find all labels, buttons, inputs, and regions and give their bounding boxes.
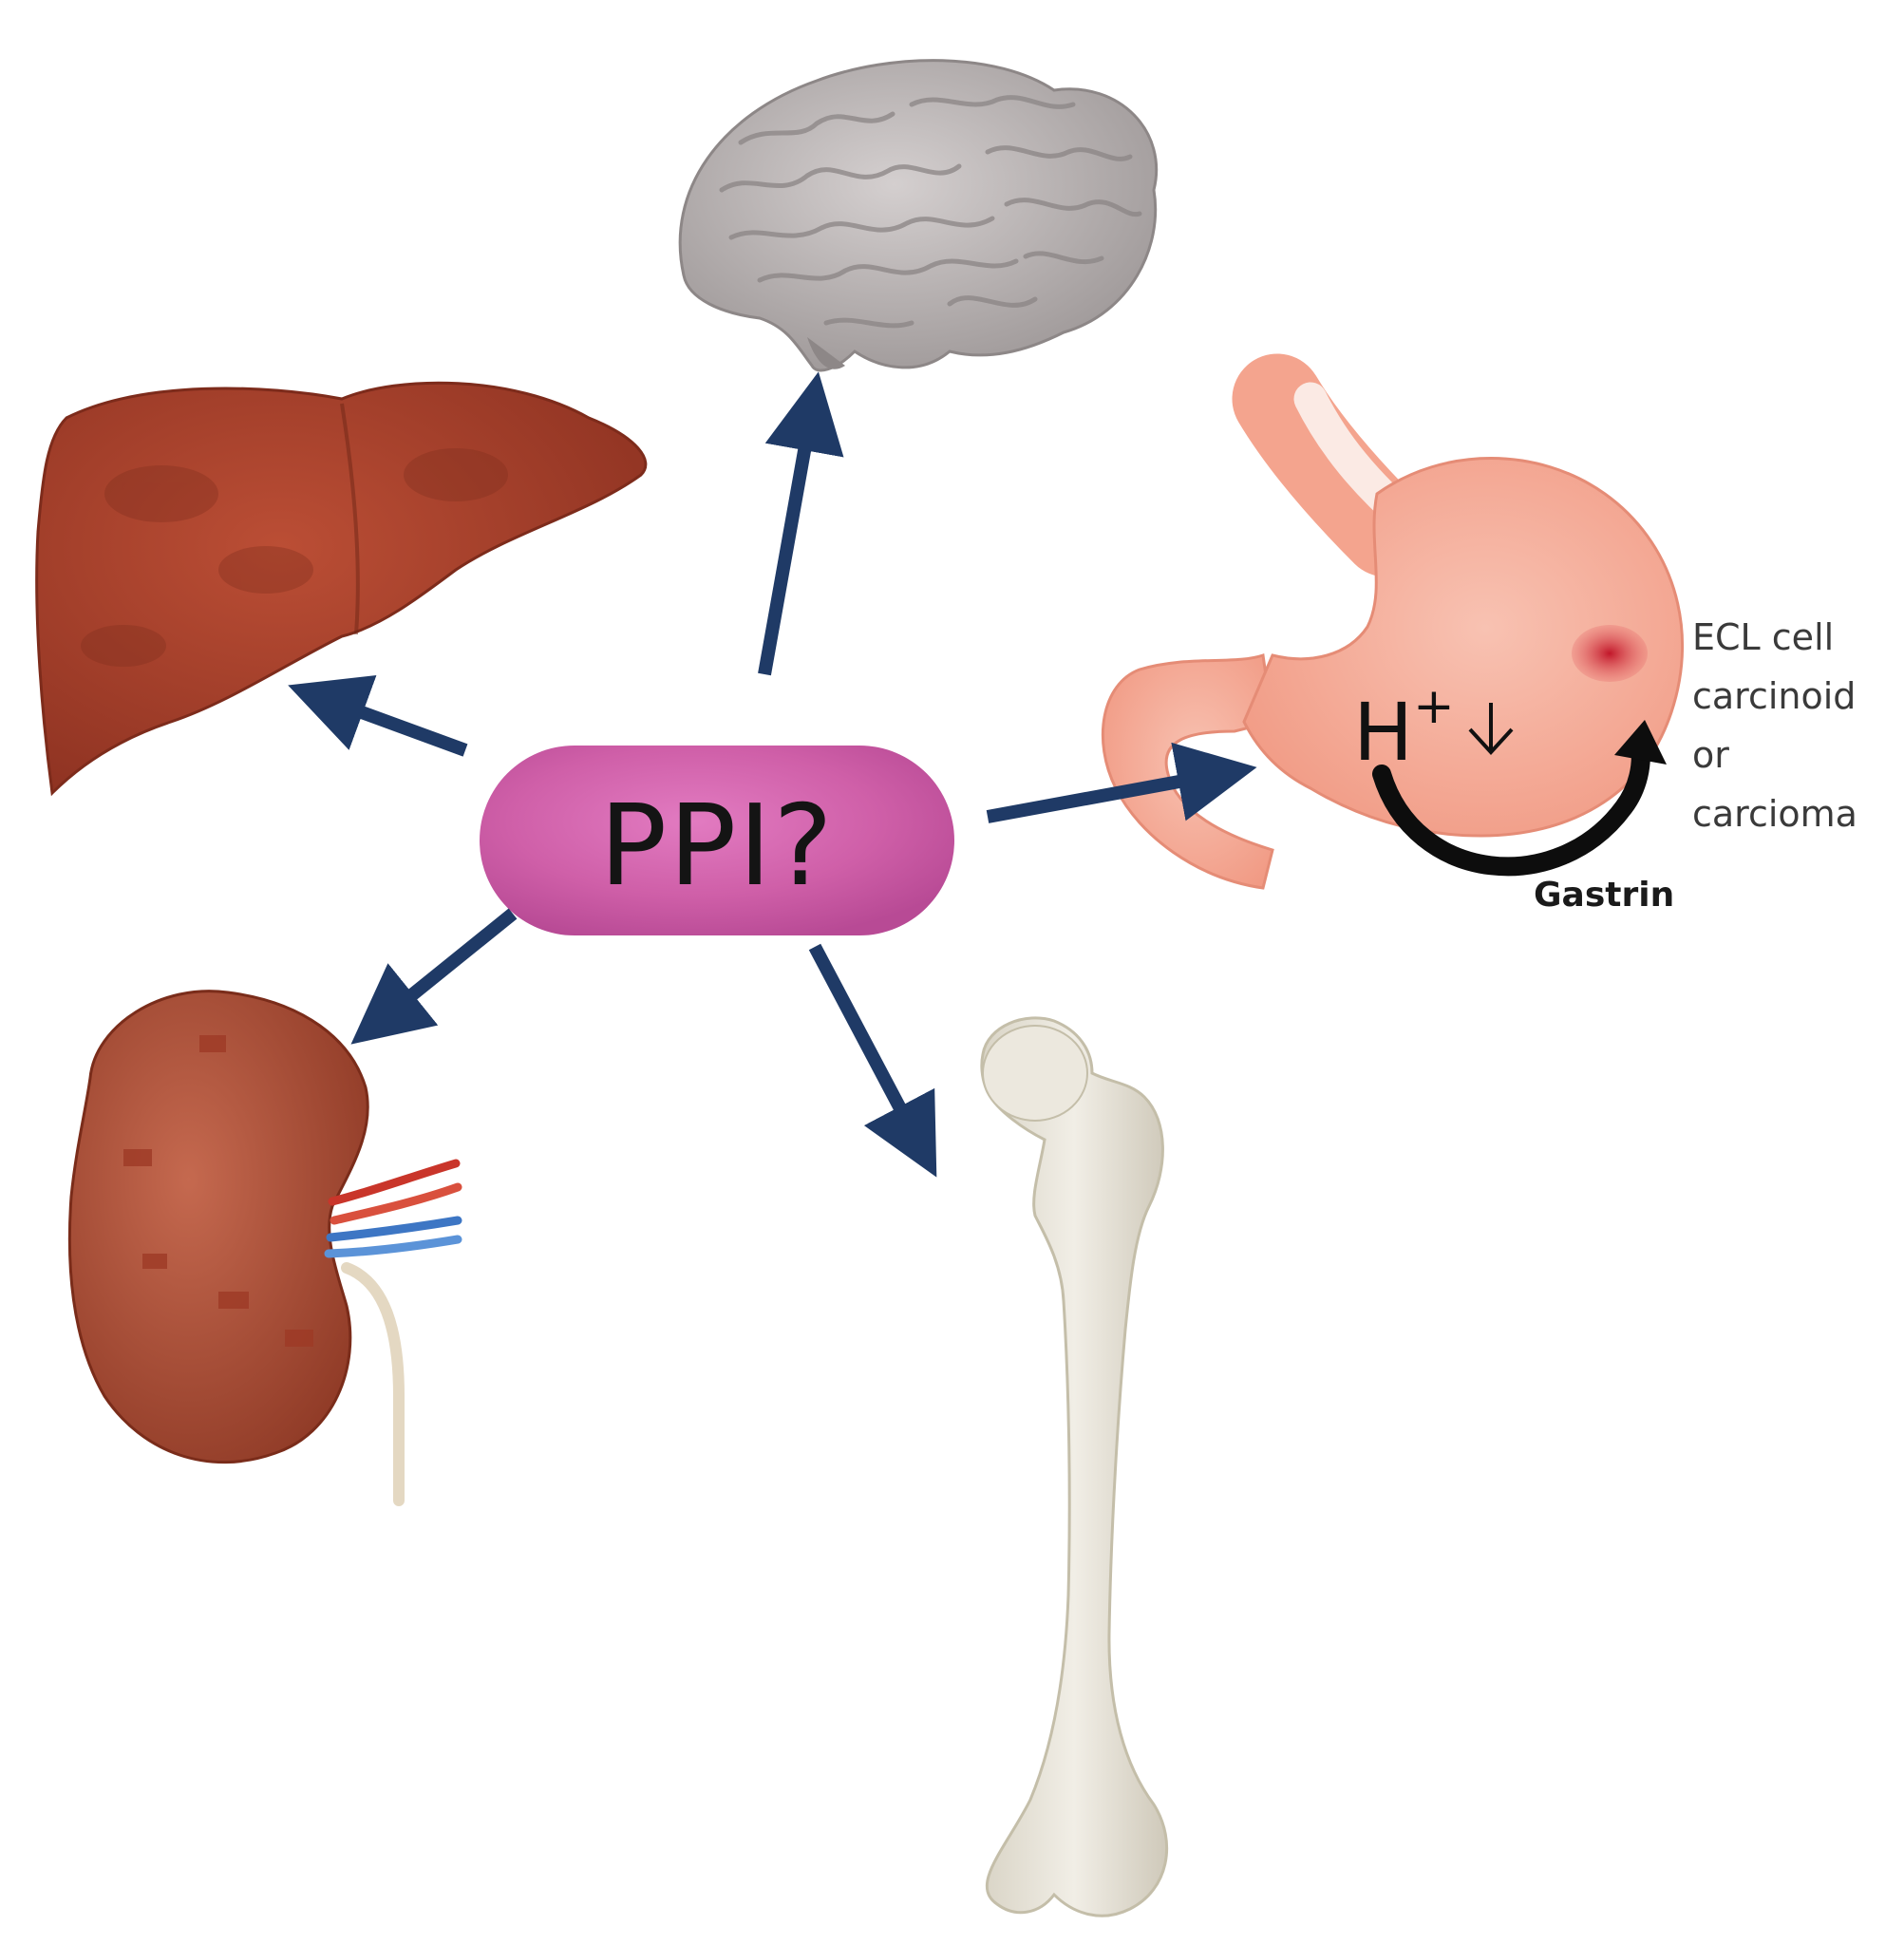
brain-illustration — [678, 59, 1159, 372]
ecl-line-3: carcioma — [1692, 793, 1857, 835]
acid-label: H+ — [1353, 678, 1455, 779]
arrow-to-kidney — [350, 908, 518, 1045]
ppi-pill — [480, 746, 954, 935]
ecl-line-1: ECL cell — [1692, 616, 1835, 658]
ppi-label: PPI? — [599, 780, 835, 911]
ecl-cell-note: ECL cell carcinoid or carcioma — [1692, 608, 1896, 843]
kidney-illustration — [67, 990, 462, 1506]
arrow-to-brain — [758, 371, 844, 676]
ecl-line-2: carcinoid or — [1692, 675, 1857, 776]
arrow-down-icon — [1468, 703, 1514, 755]
tumor-spot — [1572, 625, 1648, 682]
arrow-to-stomach — [986, 742, 1257, 823]
arrow-to-bone — [808, 943, 937, 1178]
liver-illustration — [35, 381, 648, 797]
femur-illustration — [980, 1016, 1169, 1917]
gastrin-arrowhead — [1614, 720, 1667, 765]
stomach-illustration — [1101, 353, 1684, 890]
arrow-to-liver — [288, 674, 468, 757]
gastrin-feedback-arrow — [1372, 736, 1650, 877]
gastrin-label: Gastrin — [1534, 876, 1675, 915]
